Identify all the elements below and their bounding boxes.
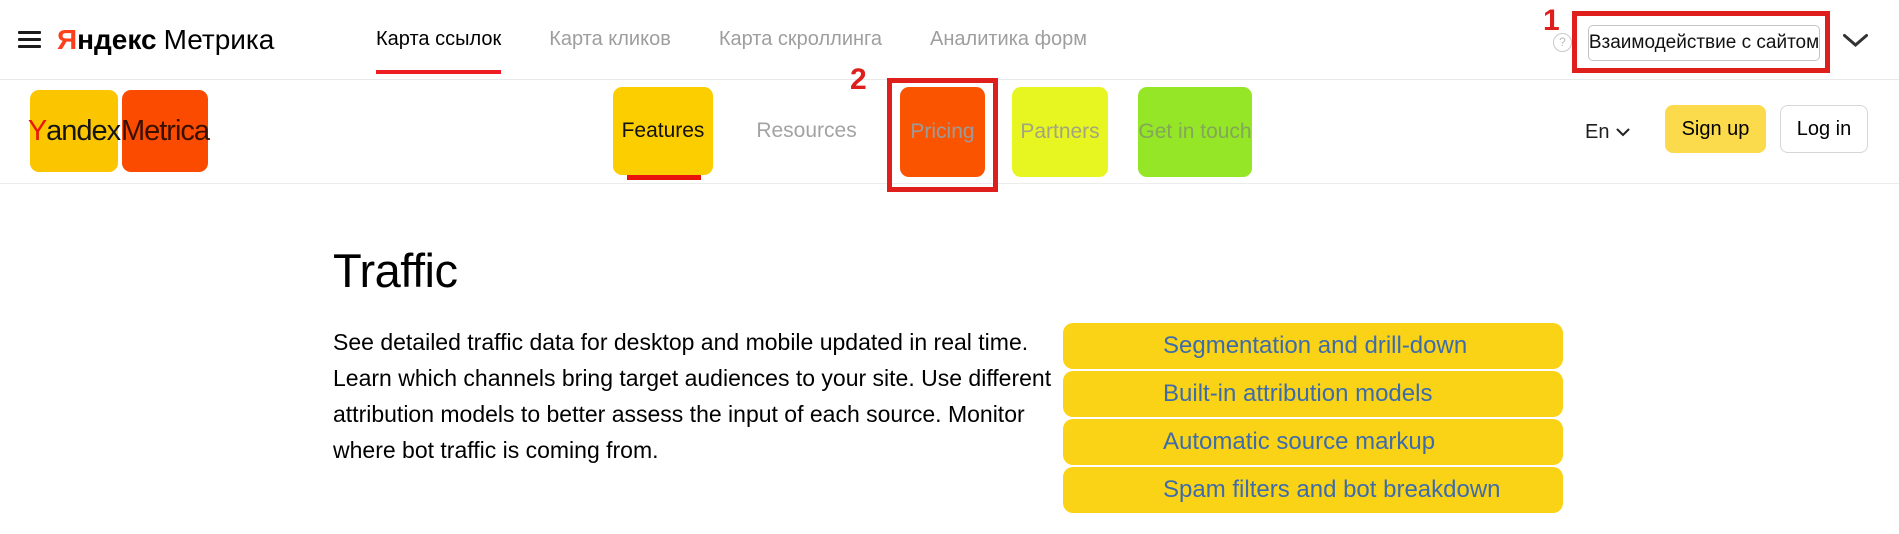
feature-link-source-markup[interactable]: Automatic source markup [1063, 419, 1563, 465]
help-icon[interactable]: ? [1553, 33, 1572, 52]
tab-click-map[interactable]: Карта кликов [549, 28, 671, 50]
log-in-button[interactable]: Log in [1780, 105, 1868, 153]
nav-item-features[interactable]: Features [613, 87, 713, 175]
brand-product: Метрика [163, 24, 275, 55]
site-logo-y: Y [27, 114, 47, 147]
feature-link-attribution[interactable]: Built-in attribution models [1063, 371, 1563, 417]
hamburger-menu-icon[interactable] [18, 31, 41, 48]
language-selector[interactable]: En [1585, 121, 1630, 144]
page-title: Traffic [333, 244, 458, 297]
feature-links-highlight-group: Segmentation and drill-down Built-in att… [1063, 323, 1563, 515]
site-logo-yandex-rest: andex [46, 114, 121, 147]
mode-selector-dropdown[interactable]: Взаимодействие с сайтом [1588, 25, 1820, 61]
active-nav-underline [627, 175, 701, 180]
tab-form-analytics[interactable]: Аналитика форм [930, 28, 1088, 50]
feature-link-segmentation[interactable]: Segmentation and drill-down [1063, 323, 1563, 369]
traffic-description: See detailed traffic data for desktop an… [333, 324, 1051, 468]
nav-item-get-in-touch[interactable]: Get in touch [1138, 87, 1252, 177]
paragraph-line: See detailed traffic data for desktop an… [333, 329, 1029, 355]
nav-item-resources[interactable]: Resources [756, 119, 857, 142]
paragraph-line: where bot traffic is coming from. [333, 437, 659, 463]
nav-item-pricing[interactable]: Pricing [900, 87, 985, 177]
tab-scroll-map[interactable]: Карта скроллинга [718, 28, 883, 50]
annotation-marker-1: 1 [1543, 4, 1560, 37]
report-tabs: Карта ссылок Карта кликов Карта скроллин… [376, 0, 1087, 79]
paragraph-line: Learn which channels bring target audien… [333, 365, 1052, 391]
site-logo-metrica-highlight[interactable]: Metrica [120, 90, 210, 172]
sign-up-button[interactable]: Sign up [1665, 105, 1766, 153]
nav-item-partners[interactable]: Partners [1012, 87, 1108, 177]
tab-link-map[interactable]: Карта ссылок [376, 0, 502, 79]
brand-name: ндекс [77, 24, 157, 55]
feature-link-spam-filters[interactable]: Spam filters and bot breakdown [1063, 467, 1563, 513]
language-label: En [1585, 121, 1610, 143]
site-logo-metrica-text: Metrica [120, 114, 210, 147]
brand-letter: Я [57, 24, 78, 55]
paragraph-line: attribution models to better assess the … [333, 401, 1025, 427]
annotation-marker-2: 2 [850, 63, 867, 96]
chevron-down-icon[interactable] [1842, 33, 1869, 53]
chevron-down-icon [1616, 128, 1630, 137]
